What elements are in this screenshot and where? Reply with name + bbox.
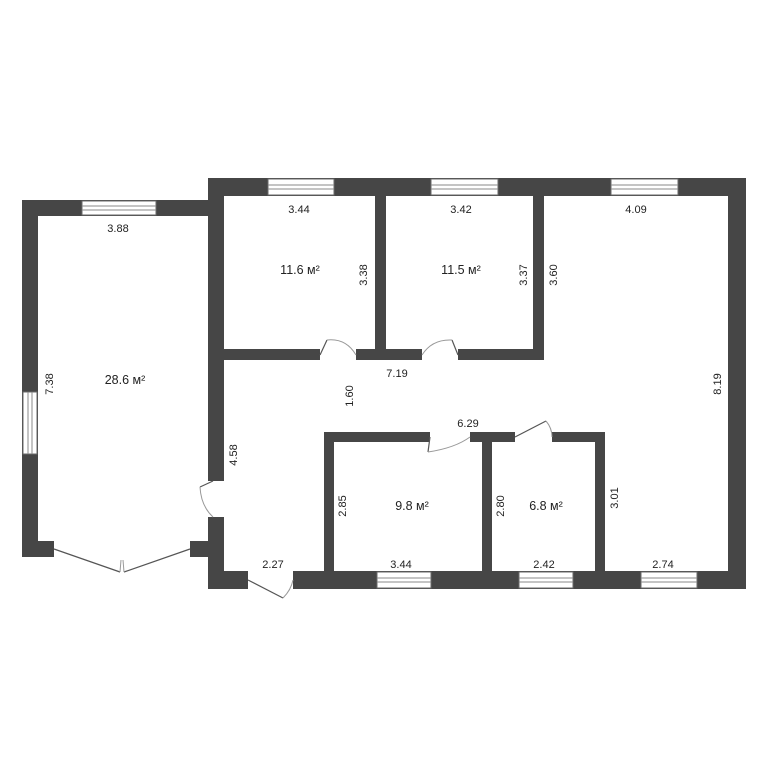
dim-top3-width: 4.09 <box>625 204 646 216</box>
dim-left-height: 7.38 <box>44 373 56 394</box>
dim-bottom3-width: 2.74 <box>652 559 673 571</box>
doors <box>53 339 553 599</box>
window-top-3 <box>610 178 679 196</box>
area-left-room: 28.6 м² <box>105 373 146 387</box>
wall-left-room-bottom-left <box>22 541 54 557</box>
dim-entry-width: 2.27 <box>262 559 283 571</box>
window-bottom-1 <box>376 571 432 589</box>
area-room-bottom-2: 6.8 м² <box>529 499 563 513</box>
dim-top1-height: 3.38 <box>358 264 370 285</box>
dim-bottom2-height: 2.80 <box>495 495 507 516</box>
area-room-top-2: 11.5 м² <box>441 263 481 277</box>
door-top-2 <box>421 339 459 356</box>
dim-top3-height: 3.60 <box>548 264 560 285</box>
dim-hall-left: 4.58 <box>228 444 240 465</box>
room-areas: 28.6 м² 11.6 м² 11.5 м² 9.8 м² 6.8 м² <box>105 263 563 513</box>
wall-top-divider-1 <box>375 196 386 360</box>
dim-bottom2-width: 2.42 <box>533 559 554 571</box>
wall-top-rooms-bottom-left <box>224 349 320 360</box>
dim-right-height: 8.19 <box>712 373 724 394</box>
wall-top-divider-2 <box>533 196 544 360</box>
dim-top2-width: 3.42 <box>450 204 471 216</box>
wall-shared-lower <box>208 517 224 589</box>
wall-shared-upper <box>208 178 224 481</box>
wall-bottom-divider <box>482 432 492 589</box>
dim-left-top: 3.88 <box>107 223 128 235</box>
wall-bottom-rooms-top-mid <box>470 432 515 442</box>
area-room-top-1: 11.6 м² <box>280 263 320 277</box>
dim-bottom1-width: 3.44 <box>390 559 411 571</box>
wall-top-rooms-bottom-right <box>458 349 544 360</box>
door-bottom-2 <box>514 420 553 438</box>
dim-hall-height: 1.60 <box>344 385 356 406</box>
dim-bottom1-height: 2.85 <box>337 495 349 516</box>
wall-bottom-room-left <box>324 432 334 589</box>
dim-top1-width: 3.44 <box>288 204 309 216</box>
dim-hall-width: 7.19 <box>386 368 407 380</box>
dim-top2-height: 3.37 <box>518 264 530 285</box>
wall-left-room-left <box>22 200 38 557</box>
dim-bottom3-height: 3.01 <box>609 487 621 508</box>
dimensions: 3.88 7.38 3.44 3.38 3.42 3.37 3.60 4.09 … <box>44 204 724 571</box>
door-left-room-double <box>53 548 191 573</box>
wall-bottom-rooms-top-left <box>324 432 430 442</box>
door-hall-left <box>199 480 214 518</box>
door-entry <box>247 579 294 599</box>
windows <box>22 178 698 589</box>
window-top-1 <box>267 178 335 196</box>
window-top-2 <box>430 178 499 196</box>
window-bottom-3 <box>640 571 698 589</box>
wall-bottom-rooms-top-right <box>552 432 605 442</box>
wall-bottom-room-right <box>595 432 605 589</box>
door-bottom-1 <box>427 436 471 453</box>
window-bottom-2 <box>518 571 574 589</box>
window-left-room-side <box>22 391 38 455</box>
door-top-1 <box>319 339 357 356</box>
area-room-bottom-1: 9.8 м² <box>395 499 429 513</box>
window-left-room-top <box>81 200 157 216</box>
wall-main-right <box>728 178 746 589</box>
dim-mid-width: 6.29 <box>457 418 478 430</box>
wall-left-room-bottom-right <box>190 541 208 557</box>
wall-top-rooms-bottom-mid <box>356 349 422 360</box>
